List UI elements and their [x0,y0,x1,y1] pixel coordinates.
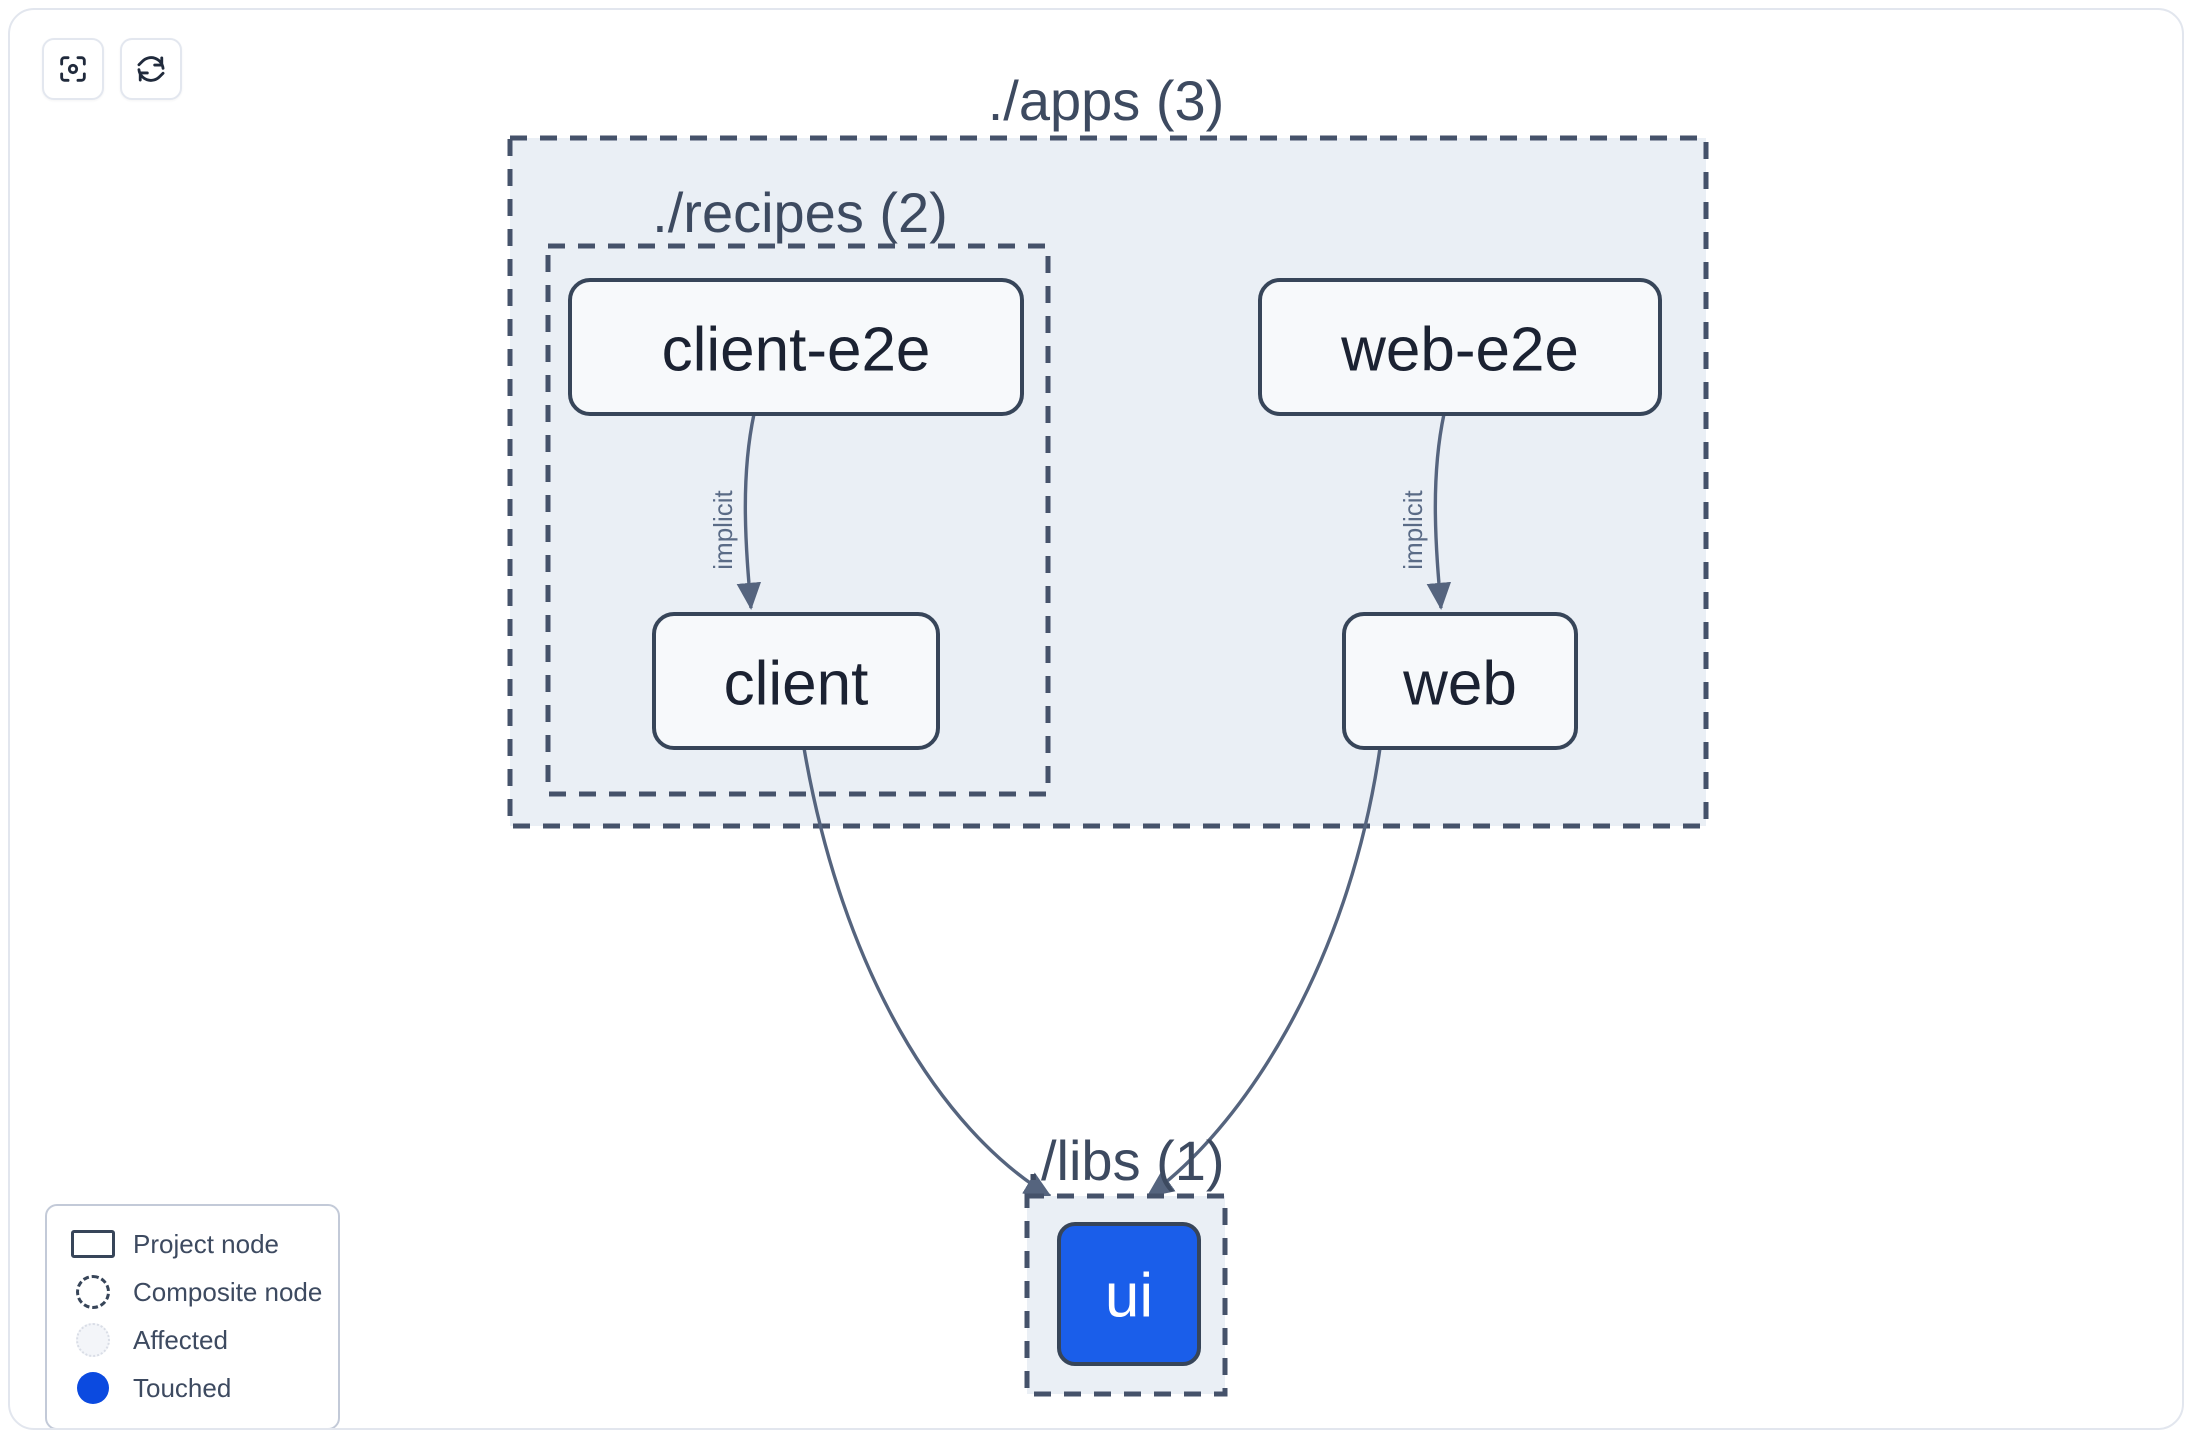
node-ui-label: ui [1105,1262,1153,1331]
project-node-swatch-icon [65,1230,121,1258]
legend-label-composite-node: Composite node [133,1276,323,1307]
group-apps-label: ./apps (3) [988,69,1225,132]
edge-client-e2e-to-client[interactable] [736,413,762,611]
edge-client-to-ui[interactable] [802,747,1052,1198]
refresh-graph-button[interactable] [120,38,182,100]
node-web-label: web [1402,650,1517,719]
legend-label-touched: Touched [133,1372,232,1403]
touched-swatch-icon [65,1372,121,1404]
legend-item-project-node: Project node [65,1220,320,1268]
node-client[interactable]: client [652,612,940,750]
focus-icon [56,52,90,86]
graph-canvas[interactable]: ./apps (3) ./recipes (2) implicit implic… [10,10,2184,1430]
node-web[interactable]: web [1342,612,1578,750]
node-client-e2e[interactable]: client-e2e [568,278,1024,416]
group-libs-label: ./libs (1) [1025,1129,1224,1192]
group-recipes-label: ./recipes (2) [652,181,948,244]
node-web-box[interactable] [1342,612,1578,750]
node-client-label: client [724,650,869,719]
node-web-e2e-label: web-e2e [1340,316,1579,385]
edge-label-implicit-client: implicit [708,490,738,570]
edge-web-e2e-to-web[interactable] [1426,413,1452,611]
focus-graph-button[interactable] [42,38,104,100]
refresh-icon [134,52,168,86]
graph-toolbar [42,38,182,100]
node-client-box[interactable] [652,612,940,750]
affected-swatch-icon [65,1323,121,1357]
legend-item-affected: Affected [65,1316,320,1364]
composite-node-swatch-icon [65,1275,121,1309]
node-web-e2e-box[interactable] [1258,278,1662,416]
node-client-e2e-label: client-e2e [662,316,931,385]
edge-web-to-ui[interactable] [1146,747,1382,1198]
legend-label-affected: Affected [133,1324,228,1355]
legend-item-composite-node: Composite node [65,1268,323,1316]
graph-edges: implicit implicit [708,413,1452,1198]
node-client-e2e-box[interactable] [568,278,1024,416]
graph-frame: ./apps (3) ./recipes (2) implicit implic… [8,8,2184,1430]
legend-label-project-node: Project node [133,1228,279,1259]
legend-item-touched: Touched [65,1364,320,1412]
edge-label-implicit-web: implicit [1398,490,1428,570]
node-ui-box[interactable] [1057,1222,1201,1366]
node-web-e2e[interactable]: web-e2e [1258,278,1662,416]
node-ui[interactable]: ui [1057,1222,1201,1366]
graph-legend: Project node Composite node Affected Tou… [45,1204,340,1428]
